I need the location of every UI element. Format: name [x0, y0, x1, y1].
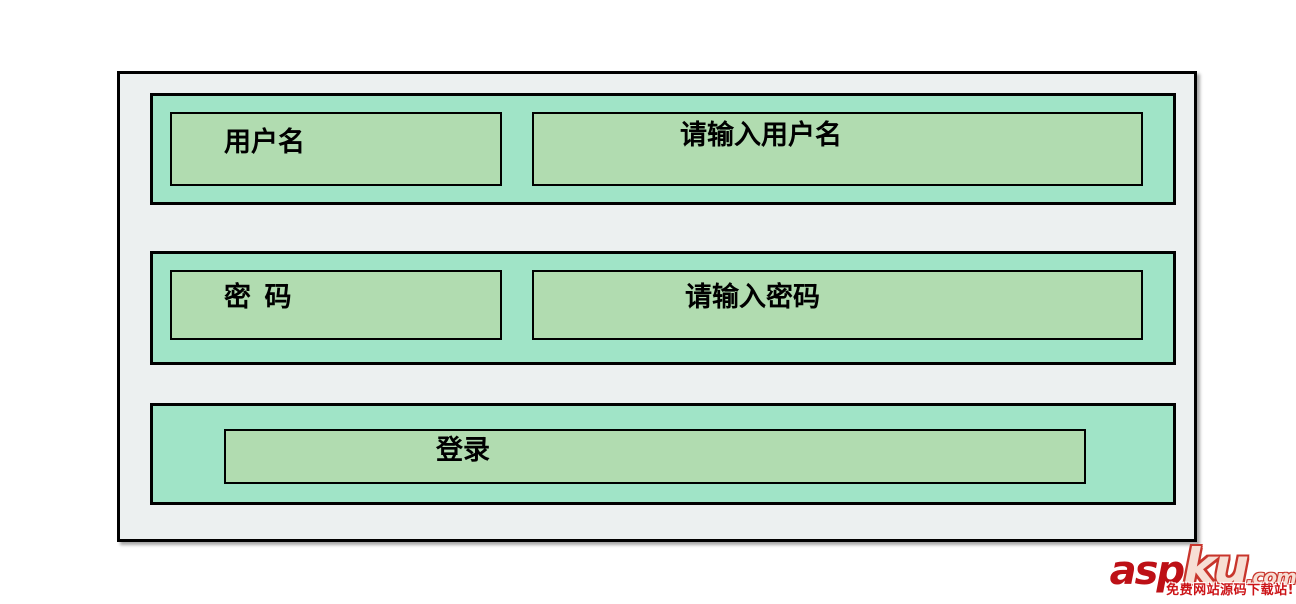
password-label: 密 码 [170, 270, 502, 340]
aspku-watermark: asp ku .com 免费网站源码下载站! [1076, 542, 1296, 598]
login-button[interactable]: 登录 [224, 429, 1086, 484]
username-row: 用户名 请输入用户名 [150, 93, 1176, 205]
login-form-container: 用户名 请输入用户名 密 码 请输入密码 登录 [117, 71, 1197, 542]
login-row: 登录 [150, 403, 1176, 505]
username-input[interactable]: 请输入用户名 [532, 112, 1143, 186]
password-input[interactable]: 请输入密码 [532, 270, 1143, 340]
logo-ku-text: ku [1183, 538, 1249, 596]
watermark-tagline: 免费网站源码下载站! [1166, 583, 1294, 598]
username-label: 用户名 [170, 112, 502, 186]
aspku-logo: asp ku .com [1076, 542, 1296, 592]
password-row: 密 码 请输入密码 [150, 251, 1176, 365]
logo-asp-text: asp [1109, 548, 1185, 594]
logo-dotcom-text: .com [1245, 565, 1296, 589]
